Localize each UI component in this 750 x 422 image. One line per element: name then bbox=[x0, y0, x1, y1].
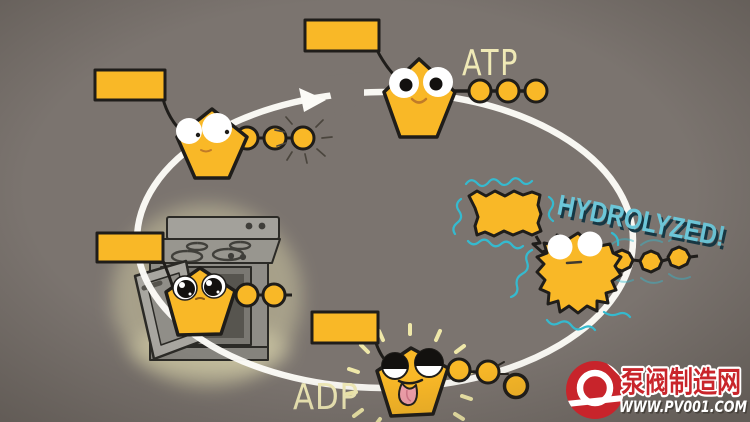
watermark-url-text: WWW.PV001.COM bbox=[619, 397, 747, 416]
watermark-brand-text: 泵阀制造网 bbox=[621, 365, 741, 399]
watermark-url-shadow: WWW.PV001.COM bbox=[621, 399, 749, 418]
watermark: 泵阀制造网 WWW.PV001.COM WWW.PV001.COM bbox=[566, 361, 749, 419]
logo-stripe bbox=[566, 394, 624, 408]
watermark-logo-icon bbox=[566, 361, 624, 419]
